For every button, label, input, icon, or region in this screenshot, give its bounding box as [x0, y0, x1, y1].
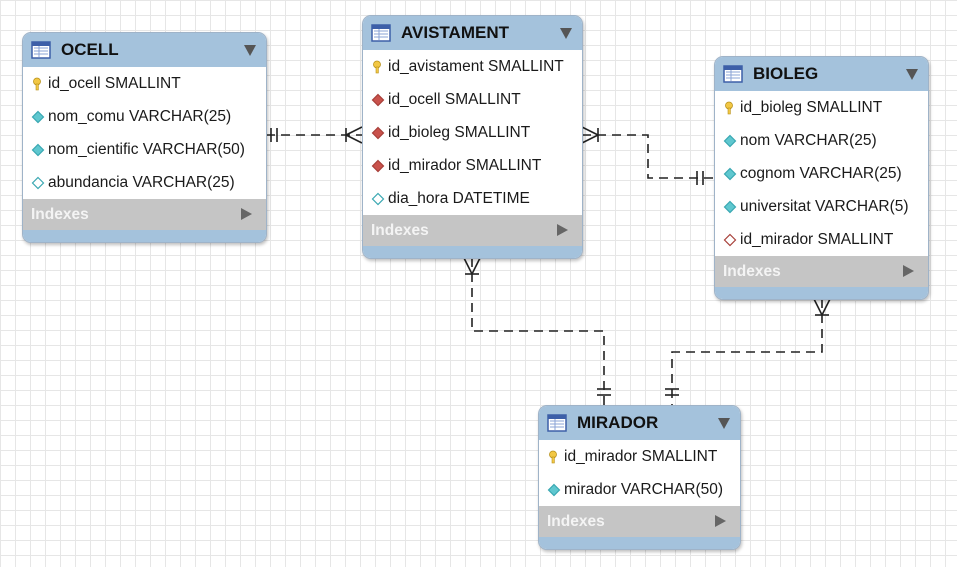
relationship-bioleg-mirador[interactable]	[665, 298, 831, 405]
nullable-column-icon	[371, 192, 385, 206]
table-icon	[723, 65, 743, 83]
expand-arrow-icon[interactable]	[903, 265, 914, 277]
column-row[interactable]: universitat VARCHAR(5)	[715, 190, 928, 223]
column-label: dia_hora DATETIME	[388, 189, 530, 207]
key-icon	[723, 101, 737, 115]
column-row[interactable]: id_ocell SMALLINT	[363, 83, 582, 116]
entity-mirador[interactable]: MIRADOR id_mirador SMALLINT mirador VARC…	[538, 405, 741, 550]
column-label: nom_cientific VARCHAR(50)	[48, 140, 245, 158]
column-label: id_avistament SMALLINT	[388, 57, 564, 75]
entity-header[interactable]: BIOLEG	[715, 57, 928, 91]
column-label: cognom VARCHAR(25)	[740, 164, 902, 182]
indexes-label: Indexes	[547, 512, 605, 530]
column-row[interactable]: id_bioleg SMALLINT	[715, 91, 928, 124]
entity-header[interactable]: OCELL	[23, 33, 266, 67]
indexes-label: Indexes	[371, 221, 429, 239]
column-label: id_bioleg SMALLINT	[740, 98, 883, 116]
entity-avistament[interactable]: AVISTAMENT id_avistament SMALLINT id_oce…	[362, 15, 583, 259]
entity-footer	[363, 246, 582, 258]
nullable-column-icon	[31, 176, 45, 190]
indexes-section[interactable]: Indexes	[363, 215, 582, 246]
column-icon	[547, 483, 561, 497]
entity-title: MIRADOR	[577, 413, 659, 432]
indexes-label: Indexes	[31, 205, 89, 223]
column-label: mirador VARCHAR(50)	[564, 480, 724, 498]
column-label: id_mirador SMALLINT	[740, 230, 894, 248]
column-row[interactable]: nom VARCHAR(25)	[715, 124, 928, 157]
column-label: abundancia VARCHAR(25)	[48, 173, 235, 191]
entity-ocell[interactable]: OCELL id_ocell SMALLINT nom_comu VARCHAR…	[22, 32, 267, 243]
column-row[interactable]: id_avistament SMALLINT	[363, 50, 582, 83]
collapse-arrow-icon[interactable]	[560, 28, 572, 39]
column-row[interactable]: mirador VARCHAR(50)	[539, 473, 740, 506]
entity-footer	[539, 537, 740, 549]
table-icon	[371, 24, 391, 42]
relationship-avistament-bioleg[interactable]	[581, 126, 714, 185]
column-icon	[723, 167, 737, 181]
column-row[interactable]: cognom VARCHAR(25)	[715, 157, 928, 190]
entity-header[interactable]: MIRADOR	[539, 406, 740, 440]
entity-header[interactable]: AVISTAMENT	[363, 16, 582, 50]
column-row[interactable]: id_ocell SMALLINT	[23, 67, 266, 100]
column-row[interactable]: nom_comu VARCHAR(25)	[23, 100, 266, 133]
column-row[interactable]: id_bioleg SMALLINT	[363, 116, 582, 149]
column-icon	[723, 134, 737, 148]
column-row[interactable]: nom_cientific VARCHAR(50)	[23, 133, 266, 166]
expand-arrow-icon[interactable]	[241, 208, 252, 220]
entity-title: OCELL	[61, 40, 119, 59]
entity-title: AVISTAMENT	[401, 23, 509, 42]
column-icon	[723, 200, 737, 214]
key-icon	[371, 60, 385, 74]
column-icon	[31, 110, 45, 124]
entity-bioleg[interactable]: BIOLEG id_bioleg SMALLINT nom VARCHAR(25…	[714, 56, 929, 300]
foreign-key-icon	[371, 93, 385, 107]
column-label: id_mirador SMALLINT	[388, 156, 542, 174]
table-icon	[547, 414, 567, 432]
collapse-arrow-icon[interactable]	[906, 69, 918, 80]
foreign-key-icon	[371, 126, 385, 140]
entity-title: BIOLEG	[753, 64, 819, 83]
indexes-section[interactable]: Indexes	[23, 199, 266, 230]
column-row[interactable]: id_mirador SMALLINT	[715, 223, 928, 256]
column-label: id_ocell SMALLINT	[388, 90, 521, 108]
key-icon	[547, 450, 561, 464]
column-row[interactable]: dia_hora DATETIME	[363, 182, 582, 215]
column-icon	[31, 143, 45, 157]
entity-footer	[715, 287, 928, 299]
relationship-avistament-mirador[interactable]	[463, 257, 611, 405]
expand-arrow-icon[interactable]	[715, 515, 726, 527]
collapse-arrow-icon[interactable]	[718, 418, 730, 429]
column-row[interactable]: abundancia VARCHAR(25)	[23, 166, 266, 199]
column-label: nom_comu VARCHAR(25)	[48, 107, 232, 125]
column-label: id_ocell SMALLINT	[48, 74, 181, 92]
collapse-arrow-icon[interactable]	[244, 45, 256, 56]
table-icon	[31, 41, 51, 59]
column-label: id_bioleg SMALLINT	[388, 123, 531, 141]
indexes-section[interactable]: Indexes	[715, 256, 928, 287]
key-icon	[31, 77, 45, 91]
column-label: universitat VARCHAR(5)	[740, 197, 909, 215]
column-label: id_mirador SMALLINT	[564, 447, 718, 465]
nullable-foreign-key-icon	[723, 233, 737, 247]
foreign-key-icon	[371, 159, 385, 173]
expand-arrow-icon[interactable]	[557, 224, 568, 236]
column-row[interactable]: id_mirador SMALLINT	[363, 149, 582, 182]
indexes-section[interactable]: Indexes	[539, 506, 740, 537]
column-label: nom VARCHAR(25)	[740, 131, 877, 149]
column-row[interactable]: id_mirador SMALLINT	[539, 440, 740, 473]
entity-footer	[23, 230, 266, 242]
indexes-label: Indexes	[723, 262, 781, 280]
relationship-ocell-avistament[interactable]	[266, 126, 363, 144]
